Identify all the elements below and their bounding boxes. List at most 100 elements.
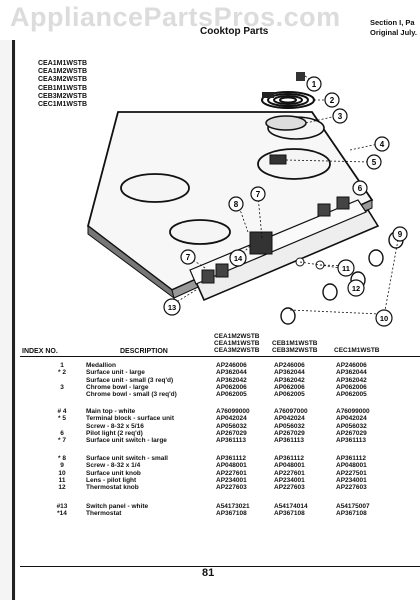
- callout-7: 7: [180, 249, 196, 265]
- part-number: AP062006: [216, 384, 247, 392]
- part-number: A54173021: [216, 503, 250, 510]
- callout-1: 1: [306, 76, 322, 92]
- part-number: AP227603: [216, 484, 247, 492]
- col3-models: CEC1M1WSTB: [334, 347, 380, 354]
- index-cell: 11: [58, 477, 66, 485]
- index-cell: #13: [56, 503, 68, 510]
- col2-models: CEB1M1WSTB CEB3M2WSTB: [272, 340, 318, 354]
- callout-12: 12: [347, 279, 365, 297]
- index-cell: * 5: [58, 415, 66, 423]
- pilot-light: [317, 203, 331, 217]
- callout-4: 4: [374, 136, 390, 152]
- index-column: #13 *14: [52, 503, 72, 518]
- part-number: AP367108: [216, 510, 247, 518]
- part-number: AP042024: [216, 415, 247, 423]
- part-number: AP246006: [274, 362, 305, 369]
- terminal-block: [269, 154, 287, 165]
- description-cell: Lens - pilot light: [86, 477, 137, 485]
- part-number: AP056032: [216, 422, 247, 430]
- part-number: AP267029: [336, 430, 367, 438]
- col2-parts: A54174014 AP367108: [274, 503, 308, 518]
- description-cell: Thermostat knob: [86, 484, 139, 492]
- callout-7: 7: [250, 186, 266, 202]
- part-number: AP042024: [274, 415, 305, 423]
- description-cell: Pilot light (2 req'd): [86, 430, 143, 438]
- col1-model: CEA3M2WSTB: [214, 347, 260, 354]
- index-cell: 3: [60, 384, 64, 392]
- part-number: AP062006: [274, 384, 305, 392]
- svg-text:12: 12: [352, 284, 360, 293]
- index-column: 1 * 2 3: [52, 362, 72, 399]
- part-number: A54175007: [336, 503, 370, 510]
- description-cell: Main top - white: [86, 408, 136, 415]
- part-number: AP048001: [274, 462, 305, 470]
- part-number: AP361113: [216, 437, 247, 445]
- col1-parts: AP361112 AP048001 AP227601 AP234001 AP22…: [216, 455, 247, 492]
- col1-parts: A54173021 AP367108: [216, 503, 250, 518]
- part-number: AP227601: [274, 469, 305, 477]
- svg-text:13: 13: [168, 303, 176, 312]
- callout-2: 2: [324, 92, 340, 108]
- col1-model: CEA1M2WSTB: [214, 333, 260, 340]
- svg-text:5: 5: [372, 158, 377, 167]
- part-number: AP267029: [274, 430, 305, 438]
- svg-text:1: 1: [312, 80, 317, 89]
- page-number: 81: [202, 567, 215, 579]
- chrome-bowl: [265, 115, 307, 131]
- part-number: AP062005: [216, 391, 247, 399]
- callout-14: 14: [229, 249, 247, 267]
- model-item: CEA1M2WSTB: [38, 68, 88, 76]
- part-number: AP042024: [336, 415, 367, 423]
- pilot-light: [336, 196, 350, 210]
- description-column: Surface unit switch - small Screw - 8-32…: [86, 455, 168, 492]
- knob: [322, 283, 338, 301]
- description-cell: Switch panel - white: [86, 503, 149, 510]
- description-cell: Surface unit switch - large: [86, 437, 167, 445]
- col3-parts: A54175007 AP367108: [336, 503, 370, 518]
- svg-text:3: 3: [338, 112, 343, 121]
- model-item: CEA3M2WSTB: [38, 76, 88, 84]
- part-number: AP246006: [336, 362, 367, 369]
- model-item: CEB1M1WSTB: [38, 84, 88, 92]
- description-header: DESCRIPTION: [120, 348, 168, 355]
- col2-parts: AP361112 AP048001 AP227601 AP234001 AP22…: [274, 455, 305, 492]
- index-cell: [52, 377, 72, 384]
- model-list: CEA1M1WSTB CEA1M2WSTB CEA3M2WSTB CEB1M1W…: [38, 60, 87, 109]
- part-number: A54174014: [274, 503, 308, 510]
- part-number: A76097000: [274, 408, 308, 415]
- index-header: INDEX NO.: [22, 348, 58, 355]
- part-number: AP062005: [336, 391, 367, 399]
- part-number: AP056032: [336, 422, 367, 430]
- index-cell: 1: [60, 362, 64, 369]
- burner-opening: [169, 219, 231, 245]
- footer-rule: [20, 566, 420, 567]
- description-cell: Medallion: [86, 362, 116, 369]
- part-number: AP234001: [274, 477, 305, 485]
- part-number: AP234001: [216, 477, 247, 485]
- part-number: AP062005: [274, 391, 305, 399]
- burner-opening: [120, 173, 190, 203]
- svg-text:8: 8: [234, 200, 239, 209]
- switch-part: [201, 269, 215, 284]
- index-cell: # 4: [57, 408, 67, 415]
- part-number: AP362042: [274, 376, 305, 384]
- col3-parts: AP361112 AP048001 AP227501 AP234001 AP22…: [336, 455, 367, 492]
- part-number: A76099000: [336, 408, 370, 415]
- description-cell: Chrome bowl - large: [86, 384, 149, 392]
- col3-parts: AP246006 AP362044 AP362042 AP062006 AP06…: [336, 362, 367, 399]
- callout-6: 6: [352, 180, 368, 196]
- index-column: # 4 * 5 6 * 7: [52, 408, 72, 445]
- index-cell: * 8: [58, 455, 66, 462]
- part-number: AP362044: [274, 369, 305, 377]
- binding-edge: [0, 40, 16, 600]
- watermark: AppliancePartsPros.com: [10, 2, 341, 32]
- part-number: AP367108: [274, 510, 305, 518]
- svg-text:11: 11: [342, 264, 350, 273]
- description-cell: Surface unit - small (3 req'd): [86, 376, 174, 384]
- description-column: Main top - white Terminal block - surfac…: [86, 408, 174, 445]
- callout-10: 10: [375, 309, 393, 327]
- index-column: * 8 9 10 11 12: [52, 455, 72, 492]
- exploded-parts-diagram: 1 2 3 4 5 6 7 7 8 9 10 11: [86, 72, 408, 327]
- part-number: AP362044: [216, 369, 247, 377]
- col1-parts: AP246006 AP362044 AP362042 AP062006 AP06…: [216, 362, 247, 399]
